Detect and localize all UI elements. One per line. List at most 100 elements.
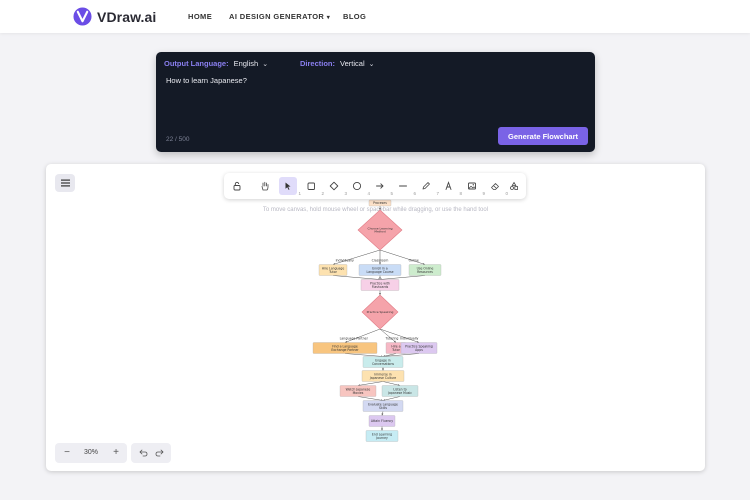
flow-node-b1 <box>312 342 378 354</box>
selection-tool[interactable]: 1 <box>279 177 301 196</box>
flow-node-a3 <box>408 264 442 276</box>
flow-node-f3 <box>365 430 399 442</box>
flow-edge <box>344 353 384 357</box>
ellipse-tool[interactable]: 4 <box>348 177 370 196</box>
undo-icon <box>138 449 147 457</box>
canvas-hint: To move canvas, hold mouse wheel or spac… <box>262 207 489 213</box>
nav-home[interactable]: HOME <box>188 12 213 21</box>
flow-edge <box>379 328 397 343</box>
direction-select[interactable]: Direction: Vertical ⌄ <box>300 59 375 68</box>
flow-arrowhead <box>381 413 384 416</box>
flow-node-label: Proceses <box>373 201 387 205</box>
zoom-level[interactable]: 30% <box>83 449 98 456</box>
shortcut-key: 6 <box>413 191 416 196</box>
zoom-controls: − 30% + <box>55 443 127 463</box>
arrow-tool[interactable]: 5 <box>371 177 393 196</box>
lock-tool[interactable] <box>228 177 246 195</box>
flow-edge <box>332 275 381 280</box>
brand[interactable]: VDraw.ai <box>73 7 156 26</box>
flow-arrowhead <box>379 293 381 295</box>
zoom-in-button[interactable]: + <box>113 447 119 458</box>
flow-node-a1 <box>318 264 348 276</box>
eraser-tool[interactable]: 0 <box>486 177 508 196</box>
image-icon <box>468 182 476 190</box>
output-language-select[interactable]: Output Language: English ⌄ <box>164 59 268 68</box>
flow-node-d1 <box>357 209 403 251</box>
chevron-down-icon: ⌄ <box>368 60 375 68</box>
chevron-down-icon: ⌄ <box>262 60 269 68</box>
flow-arrowhead <box>416 340 419 343</box>
flow-arrowhead <box>379 208 381 210</box>
text-tool[interactable]: 8 <box>440 177 462 196</box>
redo-icon <box>155 449 164 457</box>
edge-label: Online <box>409 259 419 263</box>
flow-node-c2 <box>339 385 377 397</box>
prompt-input[interactable]: How to learn Japanese? <box>166 76 247 85</box>
output-language-value: English <box>233 59 259 68</box>
edge-label: Classroom <box>372 259 389 263</box>
flow-edge <box>344 328 381 343</box>
hamburger-icon <box>60 179 70 187</box>
image-tool[interactable]: 9 <box>463 177 485 196</box>
square-icon <box>307 182 315 190</box>
rectangle-tool[interactable]: 2 <box>302 177 324 196</box>
edge-label: Language Partner <box>340 337 369 341</box>
drawing-toolbar: 1 2 3 4 5 <box>224 173 526 199</box>
zoom-out-button[interactable]: − <box>64 447 70 458</box>
text-icon <box>445 181 452 190</box>
top-navbar: VDraw.ai HOME AI DESIGN GENERATOR ▾ BLOG <box>0 0 750 33</box>
shortcut-key: 9 <box>482 191 485 196</box>
flow-node-e1 <box>362 356 404 368</box>
generate-flowchart-button[interactable]: Generate Flowchart <box>498 127 588 145</box>
nav-ai-design-generator[interactable]: AI DESIGN GENERATOR ▾ <box>229 12 330 21</box>
shortcut-key: 7 <box>436 191 439 196</box>
nav-blog[interactable]: BLOG <box>343 12 367 21</box>
flow-node-d2 <box>361 294 399 330</box>
edge-label: Individually <box>336 259 354 263</box>
diamond-tool[interactable]: 3 <box>325 177 347 196</box>
output-language-label: Output Language: <box>164 59 229 68</box>
shortcut-key: 0 <box>505 191 508 196</box>
shortcut-key: 2 <box>321 191 324 196</box>
flow-edge <box>379 249 426 265</box>
redo-button[interactable] <box>152 446 166 460</box>
flow-node-b3 <box>400 342 438 354</box>
shortcut-key: 5 <box>390 191 393 196</box>
canvas-area[interactable]: To move canvas, hold mouse wheel or spac… <box>46 164 705 471</box>
main-menu-button[interactable] <box>55 174 75 192</box>
v-logo-icon <box>73 7 92 26</box>
flow-edge <box>382 353 397 357</box>
edge-label: Individually <box>400 337 418 341</box>
flow-arrowhead <box>379 262 381 265</box>
more-tools[interactable] <box>505 177 523 195</box>
shortcut-key: 4 <box>367 191 370 196</box>
flow-arrowhead <box>381 428 383 431</box>
draw-tool[interactable]: 7 <box>417 177 439 196</box>
line-tool[interactable]: 6 <box>394 177 416 196</box>
hand-icon <box>261 181 269 191</box>
brand-name: VDraw.ai <box>97 8 157 25</box>
flow-node-label: Practice Speaking <box>367 310 394 314</box>
caret-down-icon: ▾ <box>326 15 331 21</box>
flow-node-label: Attain Fluency <box>371 419 393 423</box>
undo-button[interactable] <box>136 446 150 460</box>
lock-icon <box>233 181 241 191</box>
flow-node-f1 <box>362 400 404 412</box>
flow-arrowhead <box>379 277 381 280</box>
flow-node-top <box>368 199 392 207</box>
hand-tool[interactable] <box>256 177 274 195</box>
flow-node-c3 <box>381 385 419 397</box>
flow-edge <box>382 396 401 401</box>
prompt-panel: Output Language: English ⌄ Direction: Ve… <box>156 52 595 152</box>
